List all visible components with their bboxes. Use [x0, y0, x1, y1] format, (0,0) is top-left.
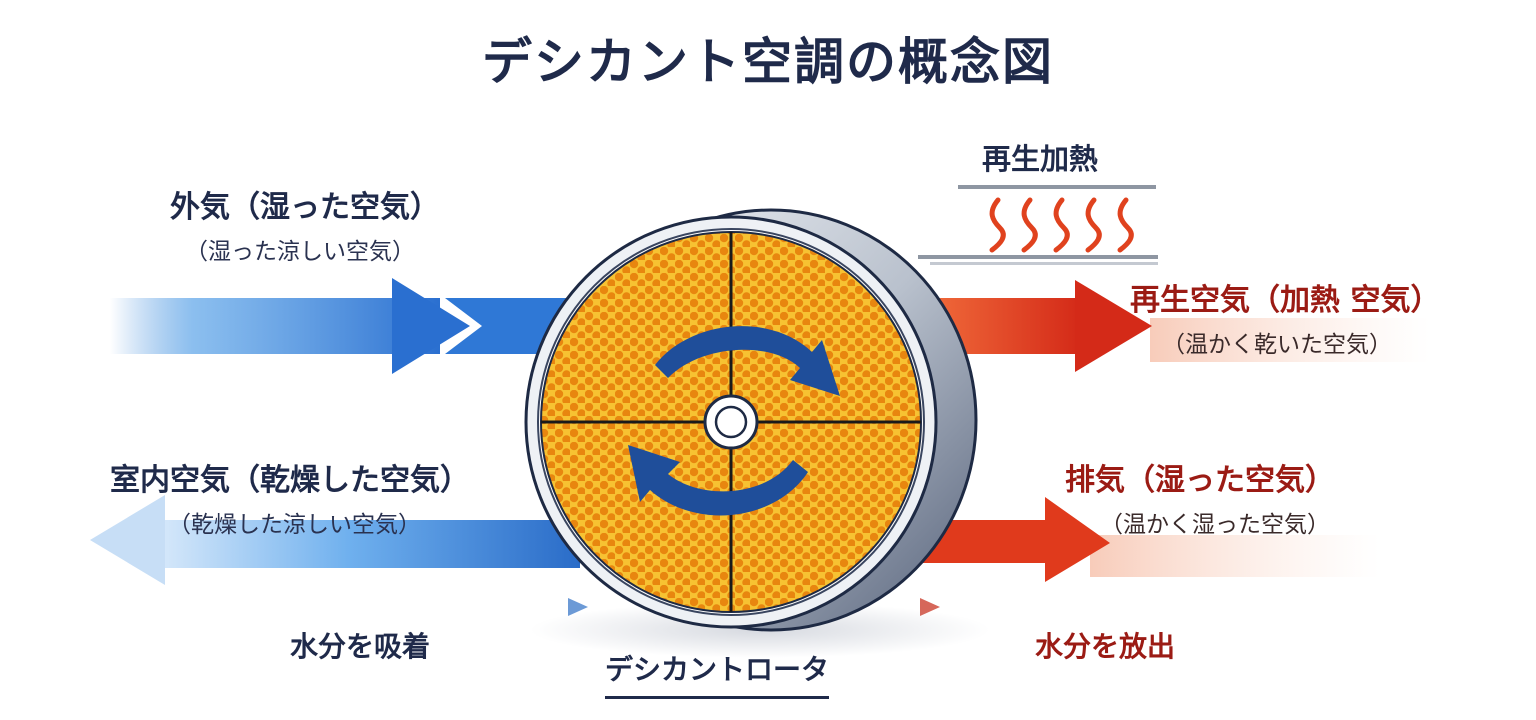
adsorb-label: 水分を吸着 — [290, 630, 431, 663]
outside-air-arrow — [110, 278, 570, 374]
release-flow-line — [920, 598, 1340, 616]
regen-heat-label: 再生加熱 — [982, 142, 1099, 176]
heat-waves-icon — [989, 197, 1134, 253]
release-label: 水分を放出 — [1035, 630, 1176, 663]
rotation-arrows-icon — [628, 326, 840, 516]
rotor-label: デシカントロータ — [605, 648, 830, 699]
desiccant-rotor — [524, 208, 978, 632]
exhaust-air-sublabel: （温かく湿った空気） — [1100, 512, 1330, 538]
regen-air-arrow — [930, 280, 1430, 372]
heater-plates — [918, 185, 1158, 265]
indoor-air-sublabel: （乾燥した涼しい空気） — [168, 512, 421, 538]
indoor-air-label: 室内空気（乾燥した空気） — [110, 463, 470, 498]
exhaust-air-label: 排気（湿った空気） — [1065, 463, 1335, 498]
indoor-air-arrow — [90, 495, 580, 585]
regen-air-sublabel: （温かく乾いた空気） — [1162, 332, 1392, 358]
diagram-title: デシカント空調の概念図 — [482, 33, 1054, 91]
adsorb-flow-line — [200, 598, 588, 616]
regen-air-label: 再生空気（加熱 空気） — [1130, 283, 1441, 318]
outside-air-sublabel: （湿った涼しい空気） — [185, 239, 415, 265]
exhaust-air-arrow — [905, 497, 1380, 582]
outside-air-label: 外気（湿った空気） — [170, 190, 440, 225]
